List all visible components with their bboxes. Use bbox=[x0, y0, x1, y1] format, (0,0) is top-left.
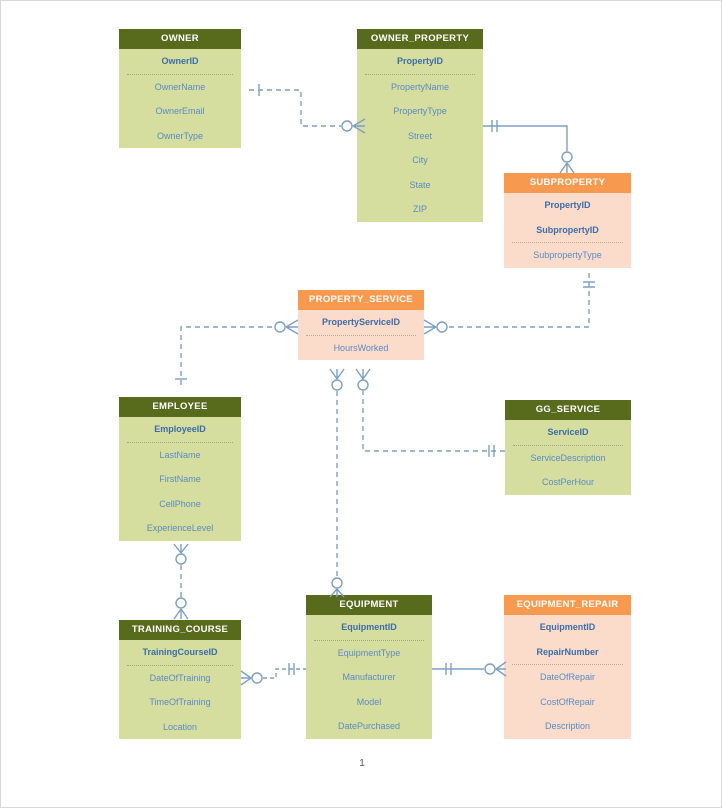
attribute: OwnerName bbox=[154, 81, 206, 92]
entity-title-employee: EMPLOYEE bbox=[119, 397, 241, 417]
key-separator bbox=[127, 664, 233, 666]
attribute: LastName bbox=[159, 449, 201, 460]
attribute: Street bbox=[407, 130, 432, 141]
attribute: DateOfRepair bbox=[539, 672, 596, 682]
entity-attributes-subproperty: PropertyID SubpropertyID SubpropertyType bbox=[504, 193, 631, 268]
attribute: CellPhone bbox=[159, 498, 201, 509]
entity-subproperty[interactable]: SUBPROPERTY PropertyID SubpropertyID Subpro… bbox=[504, 173, 631, 268]
entity-title-property_service: PROPERTY_SERVICE bbox=[298, 290, 424, 310]
attribute: OwnerType bbox=[156, 130, 204, 141]
entity-attributes-property_service: PropertyServiceID HoursWorked bbox=[298, 310, 424, 360]
key-attribute: ServiceID bbox=[547, 427, 589, 437]
entity-title-owner: OWNER bbox=[119, 29, 241, 49]
key-separator bbox=[512, 242, 623, 243]
attribute: SubpropertyType bbox=[533, 250, 602, 260]
entity-title-training_course: TRAINING_COURSE bbox=[119, 620, 241, 640]
attribute: PropertyType bbox=[393, 106, 447, 116]
key-attribute: EquipmentID bbox=[539, 622, 596, 632]
entity-title-owner_property: OWNER_PROPERTY bbox=[357, 29, 483, 49]
key-attribute: OwnerID bbox=[161, 56, 199, 66]
entity-title-equipment: EQUIPMENT bbox=[306, 595, 432, 615]
attribute: TimeOfTraining bbox=[149, 697, 211, 707]
key-attribute: PropertyID bbox=[544, 200, 591, 210]
key-separator bbox=[127, 441, 233, 443]
key-attribute: EquipmentID bbox=[341, 622, 397, 632]
attribute: DateOfTraining bbox=[149, 672, 211, 683]
attribute: City bbox=[412, 155, 428, 165]
attribute: EquipmentType bbox=[337, 647, 401, 658]
key-attribute: PropertyServiceID bbox=[321, 317, 401, 327]
key-attribute: TrainingCourseID bbox=[142, 647, 218, 657]
key-separator bbox=[365, 73, 475, 75]
attribute: CostOfRepair bbox=[540, 696, 595, 707]
attribute: OwnerEmail bbox=[155, 106, 205, 116]
attribute: ExperienceLevel bbox=[146, 523, 214, 533]
attribute: Model bbox=[356, 696, 382, 707]
attribute: Location bbox=[162, 721, 198, 732]
attribute: HoursWorked bbox=[333, 342, 389, 353]
attribute: Description bbox=[544, 721, 591, 731]
key-separator bbox=[306, 334, 416, 336]
entity-title-gg_service: GG_SERVICE bbox=[505, 400, 631, 420]
attribute: CostPerHour bbox=[541, 477, 595, 487]
page-number: 1 bbox=[359, 758, 365, 769]
key-attribute: PropertyID bbox=[396, 56, 443, 66]
attribute: DatePurchased bbox=[337, 721, 401, 731]
key-attribute: SubpropertyID bbox=[536, 224, 599, 235]
key-separator bbox=[314, 639, 424, 641]
attribute: FirstName bbox=[159, 474, 201, 484]
key-separator bbox=[513, 444, 623, 446]
key-attribute: EmployeeID bbox=[154, 424, 206, 434]
attribute: Manufacturer bbox=[342, 672, 396, 682]
key-attribute: RepairNumber bbox=[536, 646, 599, 657]
attribute: ZIP bbox=[412, 204, 427, 214]
attribute: ServiceDescription bbox=[530, 452, 606, 463]
entity-title-equipment_repair: EQUIPMENT_REPAIR bbox=[504, 595, 631, 615]
entity-property_service[interactable]: PROPERTY_SERVICE PropertyServiceID HoursWo… bbox=[298, 290, 424, 360]
attribute: PropertyName bbox=[390, 81, 450, 92]
entity-title-subproperty: SUBPROPERTY bbox=[504, 173, 631, 193]
entity-training_course[interactable]: TRAINING_COURSE TrainingCourseID DateOfTra… bbox=[119, 620, 241, 739]
attribute: State bbox=[409, 179, 431, 190]
key-separator bbox=[512, 664, 623, 665]
key-separator bbox=[127, 73, 233, 75]
